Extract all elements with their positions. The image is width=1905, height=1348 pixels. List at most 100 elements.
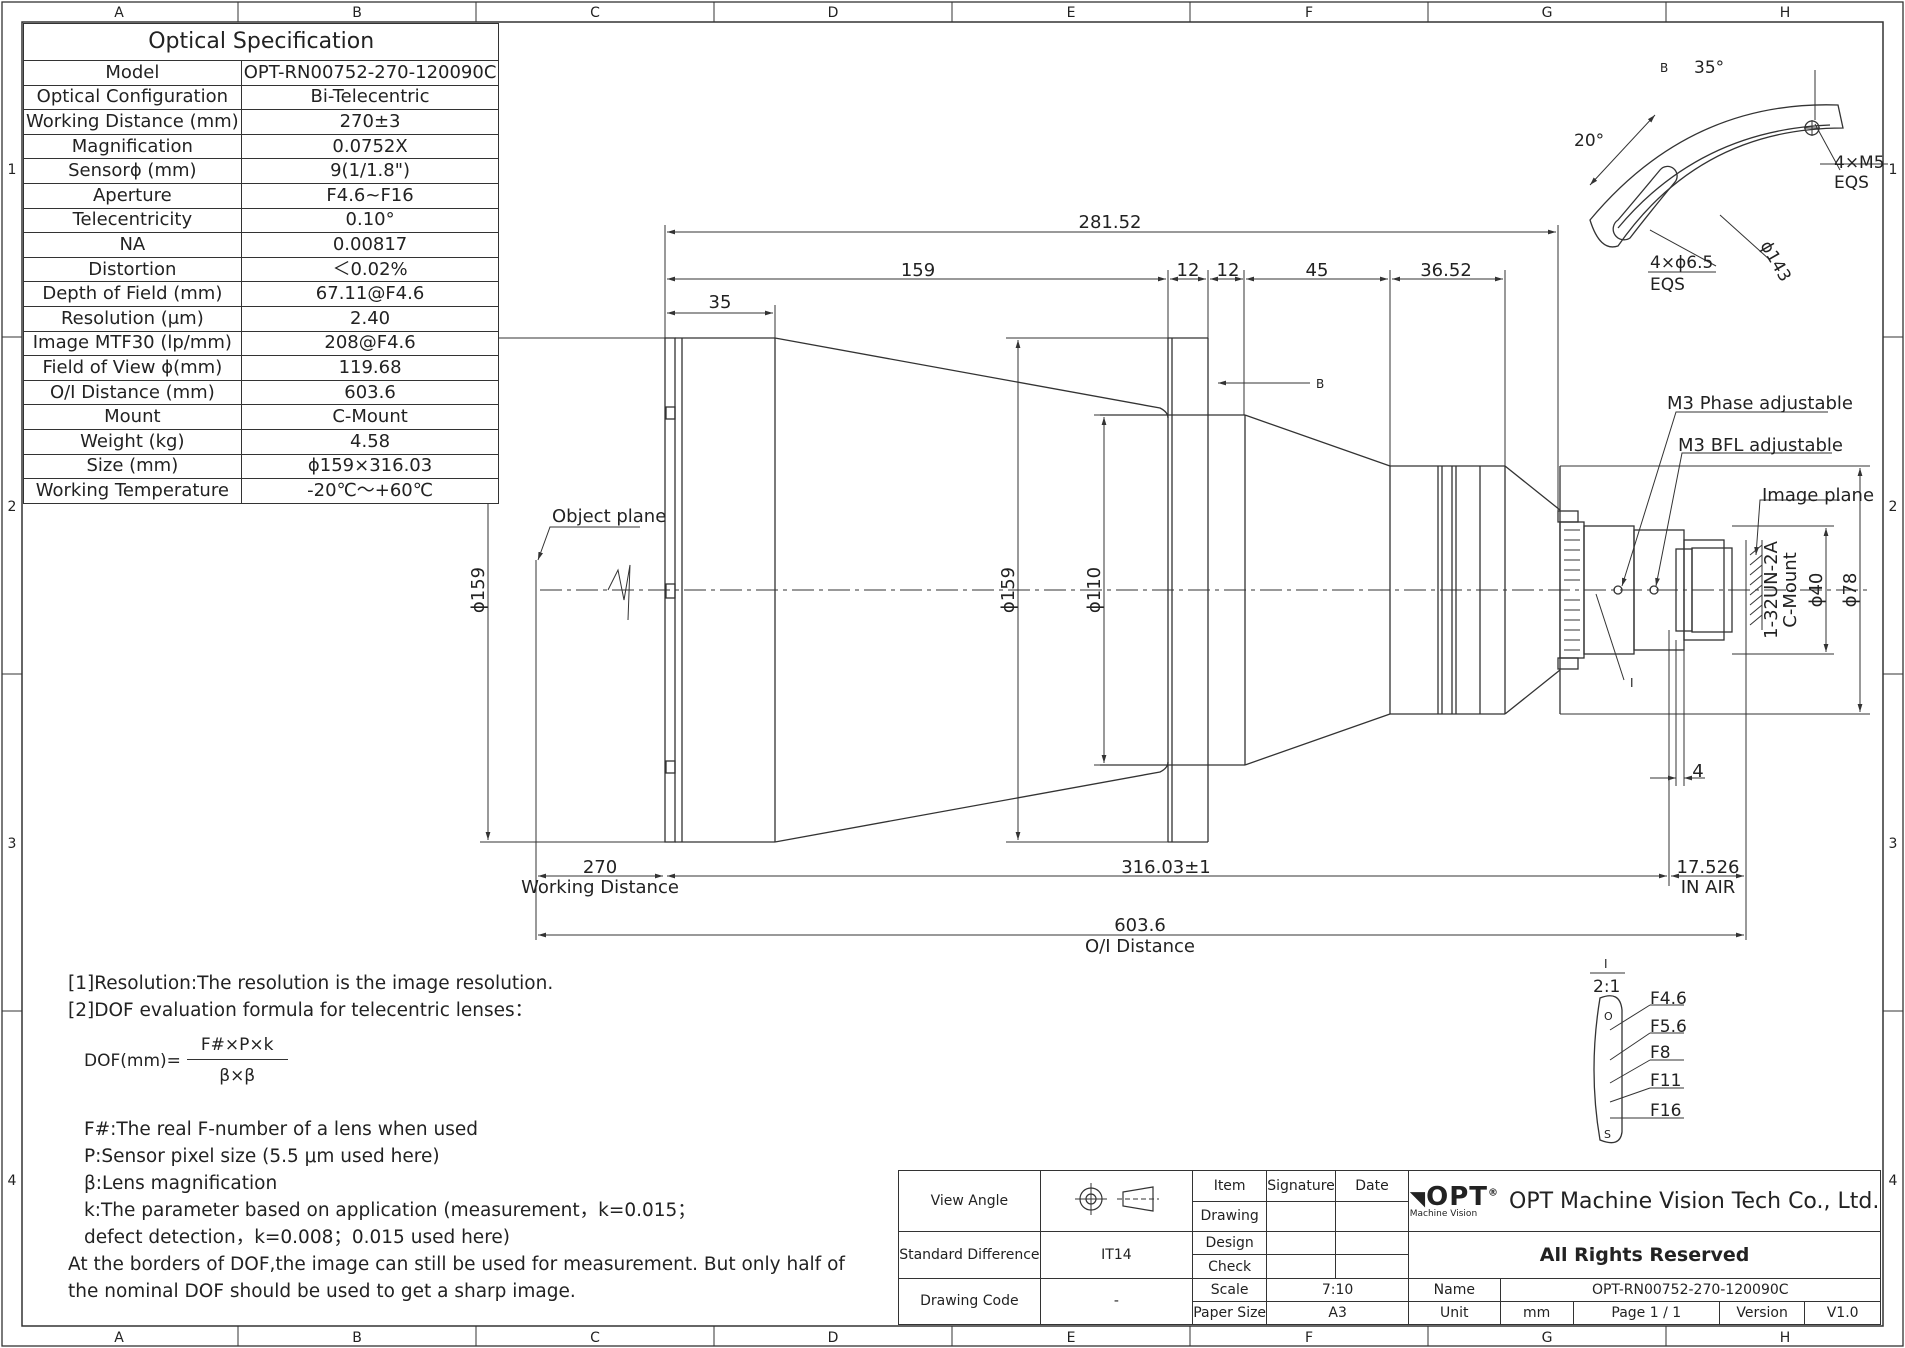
note-fnumber: F#:The real F-number of a lens when used (84, 1119, 479, 1140)
stop-f46: F4.6 (1650, 989, 1687, 1009)
grid-row-label: 4 (1889, 1173, 1898, 1189)
note-k-param-cont: defect detection，k=0.008；0.015 used here… (84, 1227, 510, 1248)
spec-label: Image MTF30 (lp/mm) (23, 330, 242, 357)
grid-row-label: 3 (1889, 836, 1898, 852)
company-cell: ◥OPT® Machine Vision OPT Machine Vision … (1408, 1169, 1881, 1233)
opt-logo: ◥OPT® Machine Vision (1409, 1181, 1500, 1219)
spec-value: C-Mount (240, 404, 500, 430)
spec-value: ＜0.02% (240, 256, 500, 283)
dim-overall: 281.52 (1079, 212, 1142, 233)
spec-label: Resolution (μm) (23, 305, 242, 332)
table-row: Resolution (μm)2.40 (23, 305, 500, 332)
logo-sub: Machine Vision (1409, 1208, 1478, 1219)
detail-i (1590, 972, 1684, 1144)
spec-label: Weight (kg) (23, 428, 242, 455)
dim-35: 35 (709, 292, 732, 313)
spec-label: Aperture (23, 182, 242, 209)
stop-f8: F8 (1650, 1043, 1671, 1063)
spec-label: Size (mm) (23, 453, 242, 480)
image-plane-hatch (1749, 540, 1763, 630)
knurl-marks (1564, 529, 1580, 651)
dim-length: 316.03±1 (1121, 857, 1211, 878)
spec-value: Bi-Telecentric (240, 84, 500, 111)
dof-formula: DOF(mm)= F#×P×k β×β (84, 1035, 288, 1086)
grid-row-label: 3 (8, 836, 17, 852)
dim-159: 159 (901, 260, 935, 281)
spec-label: O/I Distance (mm) (23, 379, 242, 406)
formula-lhs: DOF(mm)= (84, 1050, 181, 1071)
note-borders: At the borders of DOF,the image can stil… (68, 1254, 845, 1275)
grid-col-label: B (352, 5, 362, 21)
dim-working-distance-label: Working Distance (521, 877, 679, 898)
spec-label: Working Temperature (23, 478, 242, 504)
horizontal-dimensions (535, 225, 1747, 940)
std-diff-label: Standard Difference (898, 1231, 1041, 1279)
spec-value: -20℃～+60℃ (240, 478, 500, 504)
dim-36-52: 36.52 (1420, 260, 1472, 281)
spec-value: 0.10° (240, 207, 500, 234)
grid-col-label: G (1542, 5, 1553, 21)
note-magnification: β:Lens magnification (84, 1173, 278, 1194)
tb-name: Name (1408, 1277, 1501, 1302)
spec-label: Depth of Field (mm) (23, 281, 242, 307)
callout-labels: Object plane Image plane M3 Phase adjust… (552, 377, 1874, 690)
detail-i-o-mark: O (1604, 1010, 1613, 1023)
spec-title: Optical Specification (22, 23, 500, 61)
table-row: Distortion＜0.02% (23, 256, 500, 283)
spec-label: Telecentricity (23, 207, 242, 234)
horizontal-dimension-values: 281.52 159 35 12 12 45 36.52 270 Working… (521, 212, 1739, 957)
grid-row-label: 1 (8, 162, 17, 178)
spec-value: 67.11@F4.6 (240, 281, 500, 307)
dim-dia159-front: ϕ159 (468, 567, 489, 613)
tb-drawing: Drawing (1192, 1200, 1268, 1233)
grid-col-label: B (352, 1330, 362, 1346)
tb-paper-size: Paper Size (1192, 1300, 1268, 1326)
grid-col-label: D (828, 1330, 839, 1346)
notes: [1]Resolution:The resolution is the imag… (68, 970, 845, 1305)
image-plane-label: Image plane (1762, 485, 1874, 506)
logo-text: OPT (1426, 1181, 1489, 1212)
table-row: Weight (kg)4.58 (23, 428, 500, 455)
note-borders-cont: the nominal DOF should be used to get a … (68, 1281, 576, 1302)
projection-icon (1075, 1183, 1160, 1216)
dim-dia78: ϕ78 (1840, 573, 1861, 608)
spec-value: 603.6 (240, 379, 500, 406)
grid-col-label: A (114, 5, 124, 21)
dim-oi-distance: 603.6 (1114, 915, 1166, 936)
spec-value: 208@F4.6 (240, 330, 500, 357)
phase-adjust-label: M3 Phase adjustable (1667, 393, 1853, 414)
table-row: Image MTF30 (lp/mm)208@F4.6 (23, 330, 500, 357)
spec-label: Working Distance (mm) (23, 109, 242, 135)
spec-label: Sensorϕ (mm) (23, 158, 242, 184)
table-row: Depth of Field (mm)67.11@F4.6 (23, 281, 500, 307)
grid-row-label: 2 (8, 499, 17, 515)
spec-label: NA (23, 232, 242, 258)
note-resolution: [1]Resolution:The resolution is the imag… (68, 973, 554, 994)
tb-scale-value: 7:10 (1266, 1277, 1410, 1302)
dim-45: 45 (1306, 260, 1329, 281)
dim-12b: 12 (1217, 260, 1240, 281)
tb-unit-value: mm (1499, 1300, 1574, 1326)
detail-b-screw: 4×M5 (1834, 153, 1885, 173)
detail-b-angle-35: 35° (1694, 58, 1724, 78)
grid-col-label: C (590, 5, 600, 21)
grid-col-label: A (114, 1330, 124, 1346)
dim-in-air: 17.526 (1677, 857, 1740, 878)
table-row: Size (mm)ϕ159×316.03 (23, 453, 500, 480)
detail-b (1589, 70, 1888, 273)
spec-label: Model (23, 60, 242, 86)
dim-oi-distance-label: O/I Distance (1085, 936, 1195, 957)
detail-b-screw-eqs: EQS (1834, 173, 1869, 193)
grid-col-label: D (828, 5, 839, 21)
stop-f56: F5.6 (1650, 1017, 1687, 1037)
note-pixel: P:Sensor pixel size (5.5 μm used here) (84, 1146, 440, 1167)
note-dof-title: [2]DOF evaluation formula for telecentri… (68, 1000, 534, 1021)
grid-col-label: E (1067, 5, 1076, 21)
spec-value: 9(1/1.8") (240, 158, 500, 184)
formula-denominator: β×β (219, 1066, 256, 1086)
spec-value: 0.0752X (240, 133, 500, 160)
grid-col-label: H (1780, 5, 1791, 21)
